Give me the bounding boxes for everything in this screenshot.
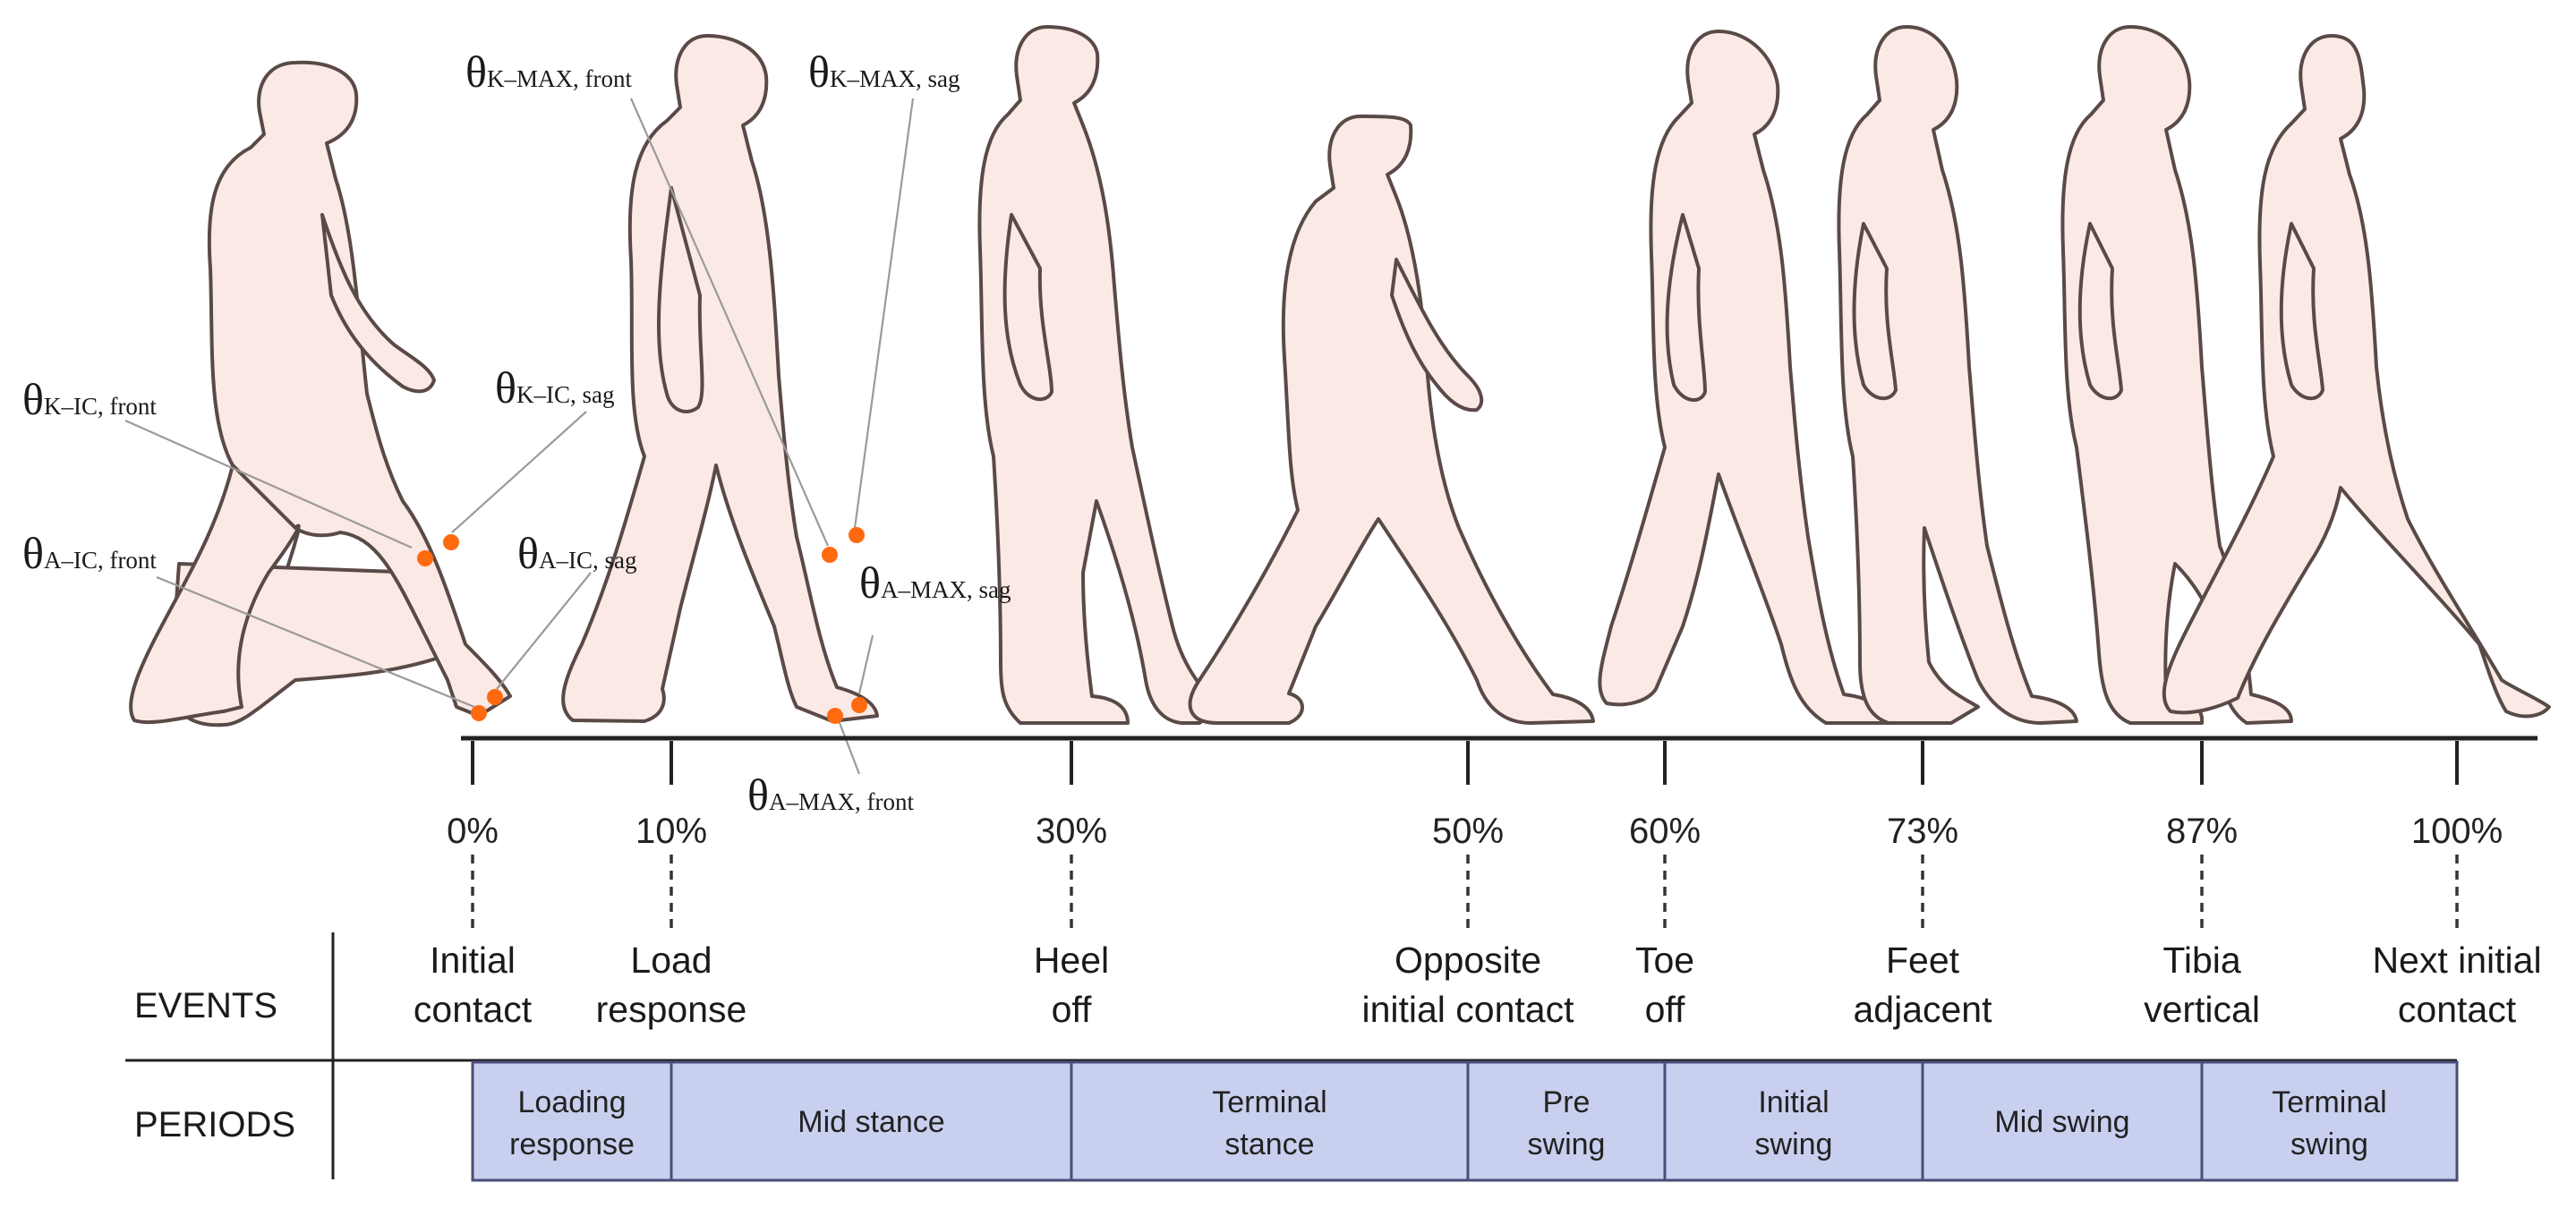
marker-ankle-ic-front [471, 705, 487, 721]
percent-label: 0% [447, 812, 499, 851]
event-label: adjacent [1853, 989, 1992, 1030]
period-label: Initial [1758, 1085, 1829, 1119]
period-label: swing [2290, 1127, 2368, 1161]
period-label: Terminal [2272, 1085, 2386, 1119]
period-label: swing [1755, 1127, 1833, 1161]
period-bars: Loading response Mid stance Terminal stance P… [471, 1060, 2459, 1182]
label-a-max-sag: θA–MAX, sag [859, 557, 1011, 608]
label-k-max-sag: θK–MAX, sag [808, 47, 960, 97]
figure-next-initial-contact [2162, 34, 2551, 719]
marker-knee-max-front [822, 547, 838, 563]
percent-label: 10% [635, 812, 707, 851]
percent-label: 100% [2411, 812, 2503, 851]
event-label: Opposite [1395, 940, 1541, 981]
event-label: Feet [1886, 940, 1960, 981]
percent-label: 50% [1432, 812, 1504, 851]
label-k-ic-front: θK–IC, front [22, 374, 157, 424]
period-label: Pre [1543, 1085, 1591, 1119]
event-label: off [1052, 989, 1092, 1030]
percent-label: 60% [1629, 812, 1701, 851]
event-label: initial contact [1361, 989, 1574, 1030]
event-label: Heel [1034, 940, 1109, 981]
figure-heel-off [977, 25, 1224, 725]
timeline: 0% Initial contact 10% Load response 30% Heel of… [414, 736, 2542, 1030]
period-cell [1070, 1060, 1470, 1182]
event-label: Load [630, 940, 712, 981]
marker-knee-ic-sag [443, 534, 459, 550]
event-label: Next initial [2372, 940, 2541, 981]
event-label: off [1645, 989, 1685, 1030]
event-label: contact [414, 989, 533, 1030]
period-label: Mid swing [1994, 1105, 2129, 1139]
marker-ankle-max-front [827, 708, 843, 724]
figure-feet-adjacent [1837, 25, 2078, 725]
label-k-max-front: θK–MAX, front [465, 47, 632, 97]
joint-markers [417, 527, 867, 724]
figure-initial-contact [129, 60, 512, 727]
period-cell [670, 1060, 1073, 1182]
angle-labels: θK–IC, front θK–IC, sag θA–IC, front θA–… [22, 47, 1011, 820]
label-k-ic-sag: θK–IC, sag [495, 362, 614, 413]
period-label: response [509, 1127, 635, 1161]
label-a-ic-sag: θA–IC, sag [517, 528, 636, 578]
marker-ankle-max-sag [851, 697, 867, 713]
period-label: Mid stance [798, 1105, 944, 1139]
event-label: vertical [2144, 989, 2260, 1030]
event-label: Initial [430, 940, 516, 981]
periods-header: PERIODS [134, 1105, 295, 1144]
period-cell [1663, 1060, 1924, 1182]
period-label: Terminal [1212, 1085, 1326, 1119]
timeline-ticks: 0% Initial contact 10% Load response 30% Heel of… [414, 741, 2542, 1030]
percent-label: 73% [1887, 812, 1958, 851]
event-label: response [596, 989, 747, 1030]
period-cell [471, 1060, 673, 1182]
figure-tibia-vertical [2060, 25, 2293, 725]
period-cell [2200, 1060, 2459, 1182]
event-label: Toe [1635, 940, 1694, 981]
percent-label: 87% [2166, 812, 2238, 851]
period-label: swing [1528, 1127, 1606, 1161]
marker-ankle-ic-sag [487, 689, 503, 705]
event-label: Tibia [2162, 940, 2241, 981]
label-a-max-front: θA–MAX, front [747, 770, 914, 820]
figure-toe-off [1598, 30, 1890, 725]
marker-knee-max-sag [849, 527, 865, 543]
figure-opposite-initial-contact [1188, 115, 1595, 725]
percent-label: 30% [1036, 812, 1107, 851]
marker-knee-ic-front [417, 550, 433, 566]
label-a-ic-front: θA–IC, front [22, 528, 157, 578]
period-label: Loading [517, 1085, 626, 1119]
walking-figures [129, 25, 2551, 727]
period-cell [1466, 1060, 1667, 1182]
period-label: stance [1224, 1127, 1314, 1161]
events-header: EVENTS [134, 986, 277, 1025]
leader-lines [124, 98, 915, 775]
figure-load-response [561, 34, 879, 723]
event-label: contact [2398, 989, 2517, 1030]
period-cell [1921, 1060, 2204, 1182]
